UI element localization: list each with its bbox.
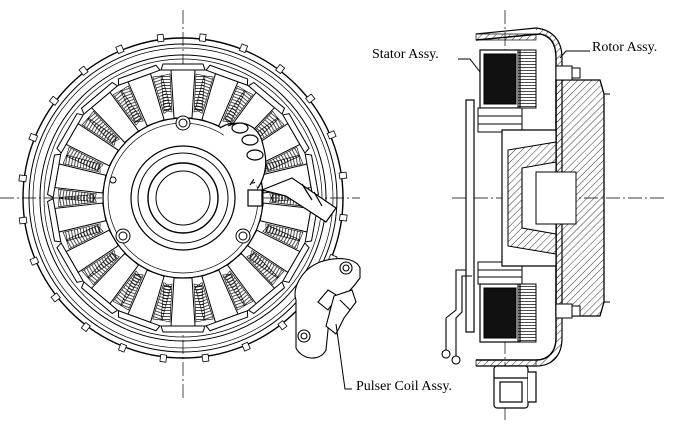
front-view xyxy=(0,10,361,400)
rim-tab xyxy=(50,292,61,303)
rim-tab xyxy=(28,132,39,143)
pulser-leader xyxy=(335,323,352,390)
side-view xyxy=(441,10,665,420)
rim-tab xyxy=(115,44,125,55)
rim-tab xyxy=(326,130,337,140)
rotor-leader xyxy=(559,50,590,59)
stator-leader xyxy=(458,58,481,73)
rim-tab xyxy=(277,320,288,331)
stator-pole xyxy=(80,252,142,315)
rim-tab xyxy=(80,321,91,333)
leader-lines xyxy=(335,50,590,390)
rim-tab xyxy=(29,256,40,266)
stator-pole xyxy=(194,64,249,127)
rim-tab xyxy=(156,33,165,43)
rim-tab xyxy=(18,216,28,225)
hub-bolts xyxy=(555,65,581,319)
lead-wires xyxy=(441,269,472,365)
rim-tab xyxy=(18,174,27,183)
stator-pole xyxy=(194,269,249,332)
upper-coil xyxy=(477,49,537,133)
stator-assy-label: Stator Assy. xyxy=(372,47,439,62)
hub-bore xyxy=(147,162,219,234)
rim-tab xyxy=(48,95,60,106)
hub-outer xyxy=(130,145,236,251)
stator-pole xyxy=(80,81,142,144)
rim-tab xyxy=(305,93,316,104)
rim-tab xyxy=(78,65,89,76)
rim-tab xyxy=(339,213,348,222)
rim-tab xyxy=(117,342,128,353)
pulser-coil-bracket xyxy=(294,258,361,359)
rotor-rim-outer xyxy=(22,37,344,359)
rim-tab xyxy=(159,354,168,363)
rim-tab xyxy=(338,171,348,180)
pulser-coil-side xyxy=(493,365,537,409)
rim-tab xyxy=(241,341,251,352)
rim-tab xyxy=(275,63,286,75)
stator-pole xyxy=(47,153,107,202)
pulser-coil-assy-label: Pulser Coil Assy. xyxy=(356,379,452,394)
stator-plate xyxy=(465,99,475,333)
hub-section xyxy=(501,79,610,317)
wire-harness xyxy=(219,122,337,223)
rim-tab xyxy=(238,43,249,54)
rotor-assy-label: Rotor Assy. xyxy=(592,40,658,55)
rim-tab xyxy=(201,353,210,363)
lower-coil xyxy=(477,261,537,343)
rim-tab xyxy=(198,33,207,42)
